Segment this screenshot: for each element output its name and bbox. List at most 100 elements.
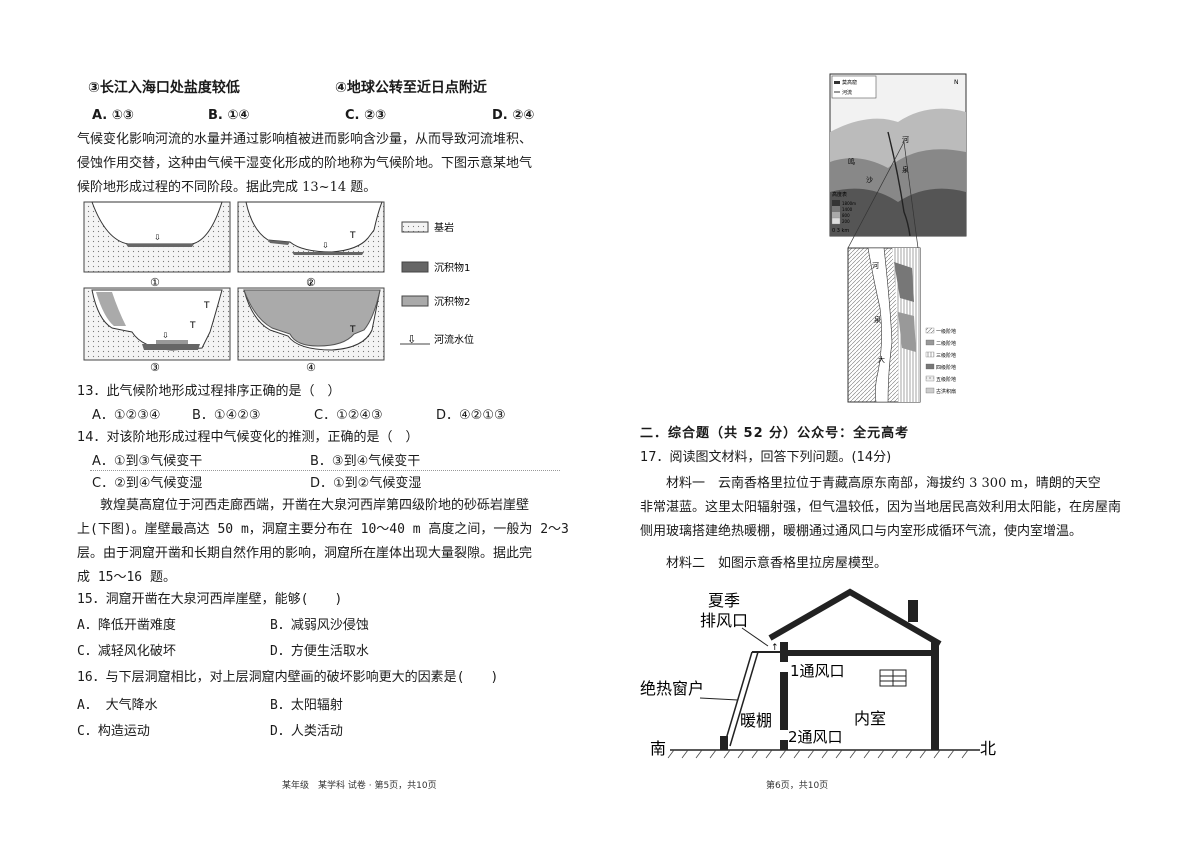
map-label-he: 河 [902,136,909,144]
legend-water-level: 河流水位 [434,333,474,346]
figure-legend: 基岩 沉积物1 沉积物2 ⇩ 河流水位 [400,221,474,346]
intro2-line2: 上(下图)。崖壁最高达 50 m，洞窟主要分布在 10～40 m 高度之间，一般… [77,522,569,537]
svg-text:800: 800 [842,213,850,218]
q15-choice-b: B．减弱风沙侵蚀 [270,618,369,633]
svg-text:T: T [189,321,196,331]
lower-label-da: 大 [878,355,885,364]
material1-line3: 侧用玻璃搭建绝热暖棚，暖棚通过通风口与内室形成循环气流，使内室增温。 [640,524,1083,539]
svg-text:二级阶地: 二级阶地 [936,340,956,347]
q12-choice-b: B. ①④ [208,108,250,123]
panel-label-2: ② [306,276,316,289]
q16-stem: 16．与下层洞窟相比，对上层洞窟内壁画的破坏影响更大的因素是( ) [77,670,499,685]
svg-text:1800m: 1800m [842,201,856,206]
map-label-sha: 沙 [866,176,873,184]
intro2-line4: 成 15～16 题。 [77,570,176,585]
intro2-line1: 敦煌莫高窟位于河西走廊西端，开凿在大泉河西岸第四级阶地的砂砾岩崖壁 [100,498,530,513]
elev-title: 高度表 [832,191,847,198]
section-2-heading: 二．综合题（共 52 分）公众号：全元高考 [640,426,910,441]
svg-text:T: T [203,301,210,311]
svg-text:五级阶地: 五级阶地 [936,376,956,383]
panel-label-4: ④ [306,361,316,372]
panel-label-3: ③ [150,361,160,372]
right-page-footer: 第6页，共10页 [766,781,829,791]
q12-choice-c: C. ②③ [345,108,387,123]
label-vent-2: 2通风口 [788,728,843,746]
q13-choice-a: A．①②③④ [92,408,161,423]
lower-label-he: 河 [872,262,879,270]
panel-1: ⇩ [83,201,231,273]
svg-text:⇩: ⇩ [322,241,329,250]
q15-choice-d: D．方便生活取水 [270,644,369,659]
q16-choice-a: A． 大气降水 [77,698,158,713]
terrace-legend: 一级阶地 二级阶地 三级阶地 四级阶地 五级阶地 古洪积扇 [925,327,956,395]
svg-text:T: T [349,325,356,335]
label-exhaust-vent: 排风口 [700,611,748,630]
q12-choice-a: A. ①③ [92,108,134,123]
q13-stem: 13．此气候阶地形成过程排序正确的是（ ） [77,384,341,399]
svg-text:古洪积扇: 古洪积扇 [936,388,956,395]
q13-choice-c: C．①②④③ [314,408,383,423]
terrace-formation-figure: ⇩ T ⇩ T T ⇩ T ⇩ ① ② ③ ④ 基岩 沉积物1 沉积物2 ⇩ [83,201,474,372]
material1-line2: 非常湛蓝。这里太阳辐射强，但气温较低，因为当地居民高效利用太阳能，在房屋南 [640,500,1122,515]
intro2-line3: 层。由于洞窟开凿和长期自然作用的影响，洞窟所在崖体出现大量裂隙。据此完 [77,546,533,561]
label-greenhouse: 暖棚 [740,711,772,730]
q14-choice-a: A．①到③气候变干 [92,454,203,469]
option-3: ③长江入海口处盐度较低 [88,80,240,96]
house-model-diagram: ↑ 夏季 排风口 1通风口 2通风口 绝热窗户 暖棚 内室 南 北 [640,588,996,759]
option-4: ④地球公转至近日点附近 [335,80,487,96]
terrace-mark: T [349,231,356,241]
svg-text:⇩: ⇩ [306,279,313,288]
label-north: 北 [980,739,996,758]
q15-stem: 15．洞窟开凿在大泉河西岸崖壁，能够( ) [77,592,343,607]
label-inner-room: 内室 [854,709,886,728]
svg-text:1400: 1400 [842,207,853,212]
panel-4: T ⇩ [237,279,385,361]
legend-bedrock: 基岩 [434,221,454,234]
svg-text:⇩: ⇩ [407,333,416,346]
label-summer: 夏季 [708,591,740,610]
legend-sediment-1: 沉积物1 [434,261,470,274]
material2-line: 材料二 如图示意香格里拉房屋模型。 [666,556,888,571]
q15-choice-c: C．减轻风化破坏 [77,644,176,659]
map-legend-river: 河流 [842,89,852,96]
north-arrow: N [954,79,959,86]
q14-choice-b: B．③到④气候变干 [310,454,421,469]
svg-text:四级阶地: 四级阶地 [936,364,956,371]
svg-text:200: 200 [842,219,850,224]
material1-line1: 材料一 云南香格里拉位于青藏高原东南部，海拔约 3 300 m，晴朗的天空 [666,476,1101,491]
map-label-quan: 泉 [902,165,909,174]
q13-choice-d: D．④②①③ [436,408,506,423]
svg-text:一级阶地: 一级阶地 [936,328,956,335]
q16-choice-b: B．太阳辐射 [270,698,343,713]
q14-choice-d: D．①到②气候变湿 [310,476,422,491]
q16-choice-c: C．构造运动 [77,724,150,739]
q17-stem: 17．阅读图文材料，回答下列问题。(14分) [640,450,892,465]
panel-label-1: ① [150,276,160,289]
left-page-footer: 某年级 某学科 试卷 · 第5页，共10页 [282,781,437,791]
svg-text:三级阶地: 三级阶地 [936,352,956,359]
mogao-terrace-map: 莫高窟 河流 N 河 泉 鸣 沙 高度表 1800m 1400 800 200 … [829,73,967,403]
svg-text:↑: ↑ [771,643,779,653]
q13-choice-b: B．①④②③ [192,408,261,423]
intro1-line2: 侵蚀作用交替，这种由气候干湿变化形成的阶地称为气候阶地。下图示意某地气 [77,156,533,171]
label-vent-1: 1通风口 [790,662,845,680]
q15-choice-a: A．降低开凿难度 [77,618,176,633]
svg-text:⇩: ⇩ [154,233,161,242]
intro1-line1: 气候变化影响河流的水量并通过影响植被进而影响含沙量，从而导致河流堆积、 [77,132,533,147]
panel-3: T T ⇩ [83,287,231,361]
lower-label-quan: 泉 [874,315,881,324]
intro1-line3: 候阶地形成过程的不同阶段。据此完成 13~14 题。 [77,180,377,195]
panel-2: T ⇩ [237,201,385,273]
svg-text:⇩: ⇩ [162,331,169,340]
map-scale: 0 3 km [832,228,849,234]
map-legend-mogao: 莫高窟 [842,79,857,86]
q14-choice-c: C．②到④气候变湿 [92,476,203,491]
q14-stem: 14．对该阶地形成过程中气候变化的推测，正确的是（ ） [77,430,419,445]
legend-sediment-2: 沉积物2 [434,295,470,308]
map-label-ming: 鸣 [848,157,855,166]
q16-choice-d: D．人类活动 [270,724,343,739]
label-south: 南 [650,739,666,758]
label-insulated-window: 绝热窗户 [640,679,704,698]
divider [90,470,560,471]
q12-choice-d: D. ②④ [492,108,535,123]
